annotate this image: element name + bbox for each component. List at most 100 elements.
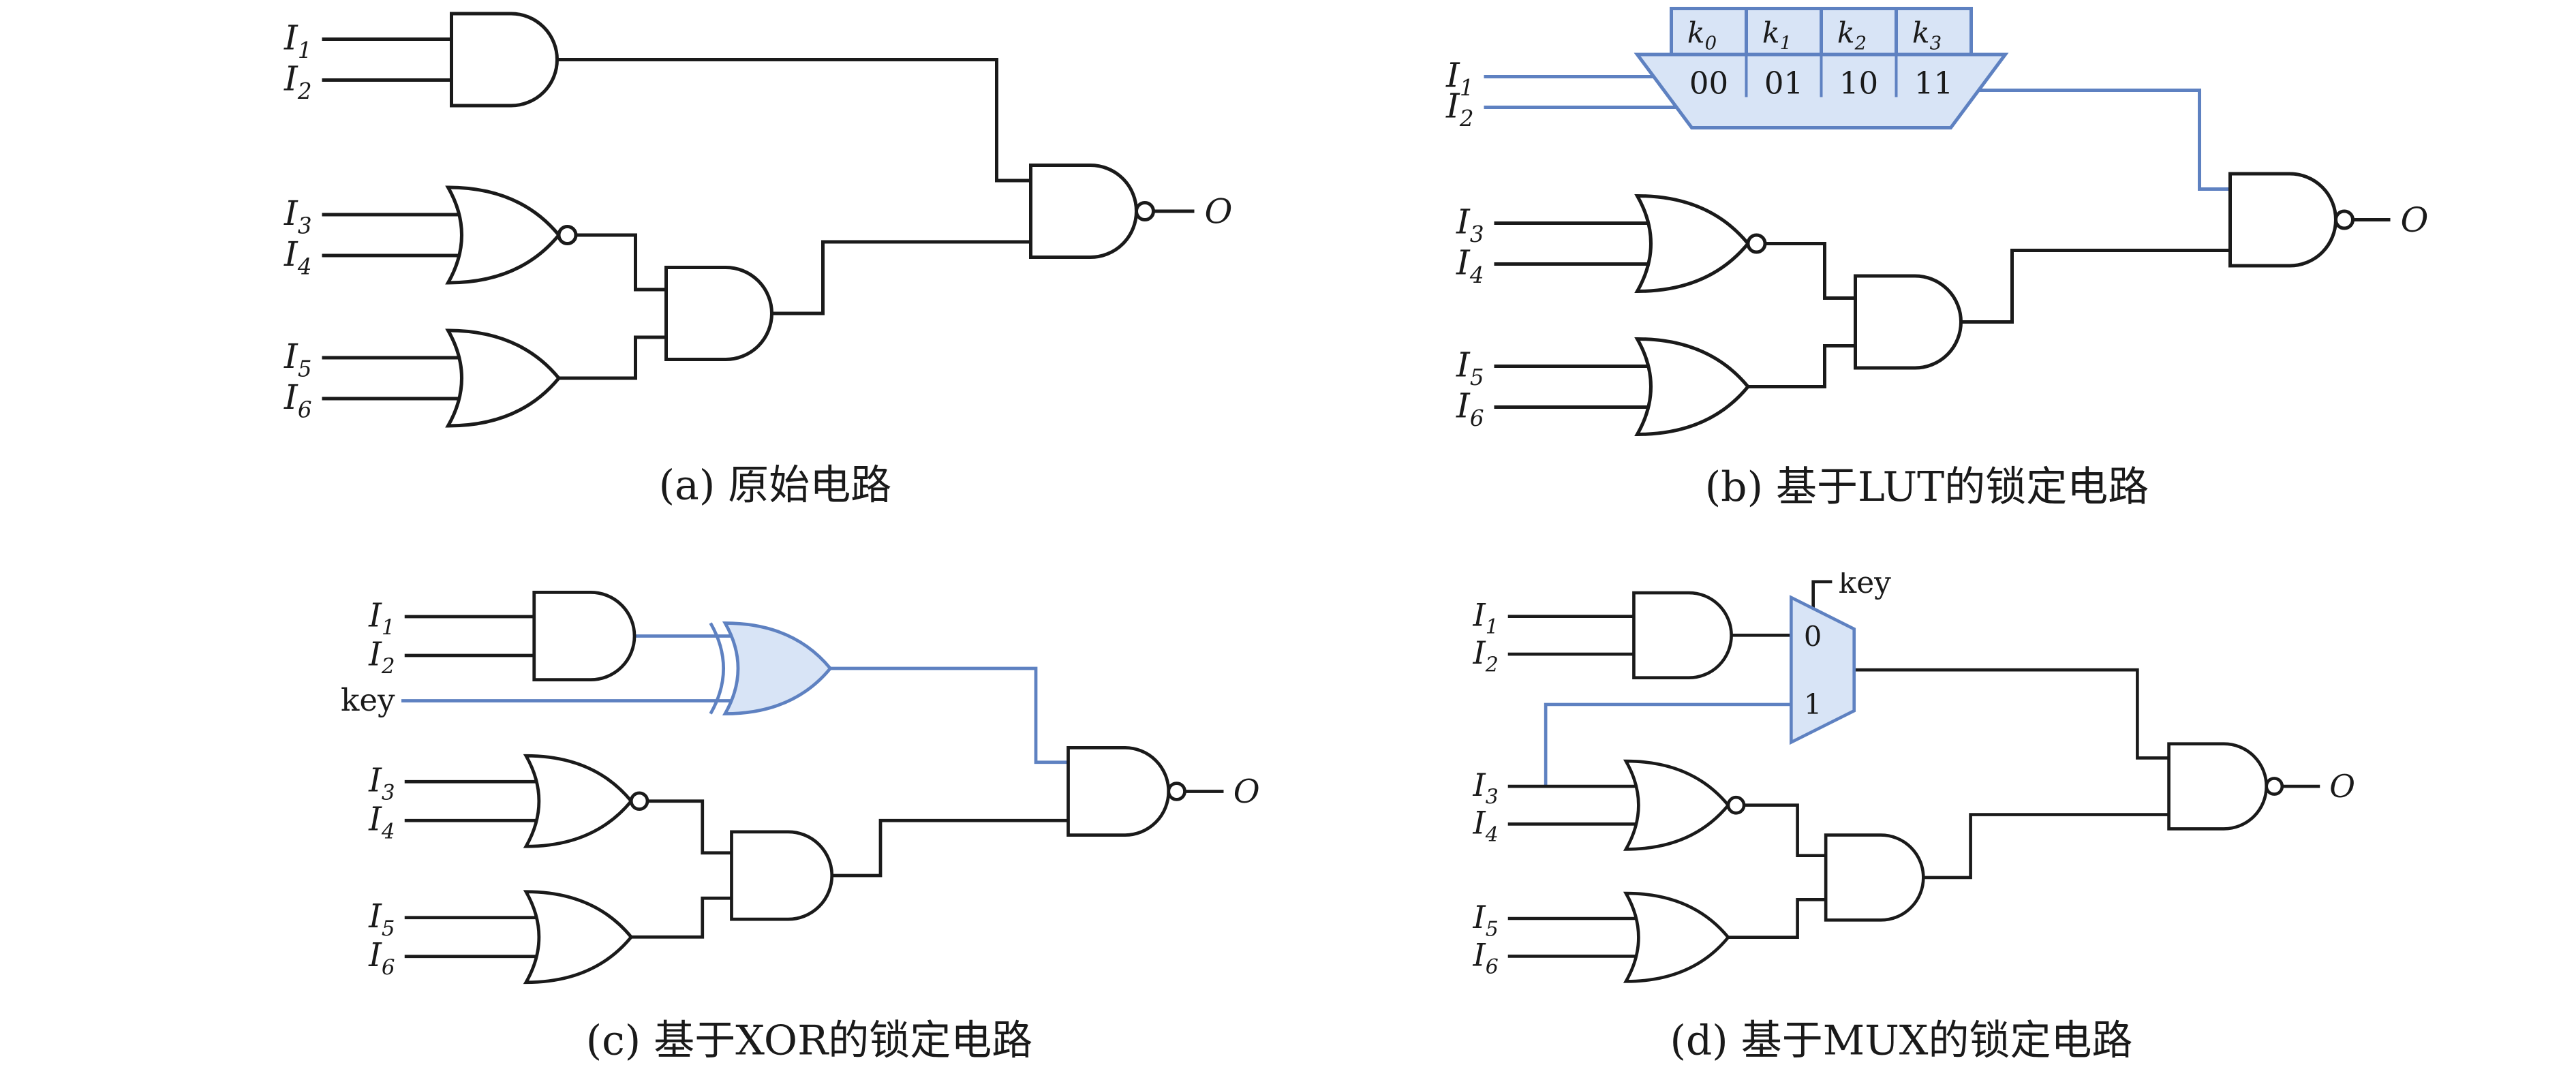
- output-label: O: [1233, 773, 1260, 811]
- lut-key-cell-3: [1895, 7, 1973, 57]
- input-label-i2: I2: [1445, 87, 1473, 132]
- wire-and2-to-nand: [831, 818, 1069, 878]
- and-gate-2: [664, 266, 773, 361]
- input-label-i2: I2: [283, 59, 311, 104]
- wire-and1-to-nand: [557, 58, 1031, 183]
- caption-d: (d) 基于MUX的锁定电路: [1670, 1017, 2133, 1065]
- caption-b: (b) 基于LUT的锁定电路: [1704, 463, 2149, 511]
- lut-key-cell-1: [1745, 7, 1823, 57]
- input-label-i5: I5: [1456, 345, 1484, 391]
- nand-gate: [1029, 164, 1138, 259]
- nand-gate: [2228, 172, 2337, 268]
- and-gate-2: [1854, 274, 1963, 370]
- input-label-i1: I1: [1473, 597, 1499, 640]
- nand-bubble: [2334, 209, 2355, 230]
- output-label: O: [1205, 192, 1233, 232]
- input-label-i6: I6: [368, 937, 395, 980]
- input-label-i3: I3: [283, 194, 311, 239]
- nor-gate: [523, 754, 634, 848]
- wire-mux-to-nand: [1854, 668, 2169, 760]
- input-label-i6: I6: [1456, 386, 1484, 432]
- wire-and2-to-nand: [771, 240, 1031, 315]
- input-label-i5: I5: [368, 898, 395, 941]
- input-label-i3: I3: [1456, 202, 1484, 248]
- key-label: key: [341, 682, 395, 718]
- lut-key-cell-2: [1820, 7, 1898, 57]
- panel-a: I1 I2 I3 I4 I5 I6 O (a) 原始电路: [0, 0, 1288, 520]
- input-label-i4: I4: [1456, 243, 1484, 289]
- circuit-b-svg: k0 k1 k2 k3 00 01 10 11 I1 I2 I3 I4: [1445, 7, 2429, 437]
- lut-select-label-01: 01: [1764, 65, 1803, 102]
- and-gate-1: [532, 591, 637, 681]
- wire-or-to-and2: [1728, 897, 1826, 940]
- input-label-i4: I4: [1473, 804, 1499, 847]
- panel-c: I1 I2 key I3 I4 I5 I6 O (c) 基于XOR的锁定电路: [0, 520, 1288, 1067]
- caption-a: (a) 原始电路: [658, 461, 892, 510]
- nand-gate: [1067, 746, 1171, 837]
- wire-or-to-and2: [559, 335, 666, 380]
- and-gate-1: [450, 12, 559, 108]
- input-label-i3: I3: [368, 762, 395, 805]
- xor-input-arc: [709, 622, 725, 715]
- input-label-i5: I5: [283, 337, 311, 382]
- output-label: O: [2401, 200, 2429, 240]
- input-label-i4: I4: [283, 234, 311, 280]
- xor-gate: [722, 621, 833, 715]
- circuit-c-svg: I1 I2 key I3 I4 I5 I6 O: [341, 591, 1260, 985]
- mux-input1-label: 1: [1804, 687, 1822, 721]
- and-gate-2: [1824, 833, 1925, 922]
- mux-shape: [1790, 595, 1856, 745]
- input-label-i3: I3: [1473, 767, 1499, 809]
- nor-bubble: [557, 225, 578, 245]
- lut-key-label-3: k3: [1912, 17, 1942, 55]
- nor-bubble: [1746, 233, 1767, 254]
- input-label-i1: I1: [368, 597, 395, 640]
- caption-c: (c) 基于XOR的锁定电路: [585, 1017, 1033, 1065]
- or-gate: [1634, 337, 1751, 437]
- and-gate-1: [1632, 591, 1733, 680]
- or-gate: [1623, 891, 1730, 983]
- nor-gate: [445, 185, 562, 285]
- input-label-i1: I1: [1445, 56, 1473, 102]
- panel-b: k0 k1 k2 k3 00 01 10 11 I1 I2 I3 I4: [1288, 0, 2576, 520]
- nor-bubble: [629, 791, 649, 811]
- circuit-d-svg: key 0 1 I1 I2 I3 I4 I5 I6 O: [1473, 572, 2355, 983]
- wire-or-to-and2: [631, 896, 732, 939]
- wire-i3-branch-to-mux: [1544, 702, 1792, 787]
- nand-bubble: [1135, 201, 1155, 221]
- lut-select-label-10: 10: [1839, 65, 1878, 102]
- wire-nor-to-and2: [1744, 803, 1826, 857]
- panel-d: key 0 1 I1 I2 I3 I4 I5 I6 O (d) 基于MUX的锁定…: [1288, 520, 2576, 1067]
- nand-gate: [2167, 742, 2269, 831]
- wire-nor-to-and2: [1765, 242, 1856, 300]
- input-label-i2: I2: [1473, 634, 1499, 677]
- nor-gate: [1623, 759, 1730, 851]
- input-label-i6: I6: [1473, 936, 1499, 979]
- nand-bubble: [1167, 782, 1186, 801]
- nor-gate: [1634, 194, 1751, 294]
- lut-key-label-0: k0: [1687, 17, 1717, 55]
- circuit-a-svg: I1 I2 I3 I4 I5 I6 O: [283, 12, 1233, 428]
- input-label-i1: I1: [283, 18, 311, 64]
- lut-select-label-00: 00: [1689, 65, 1728, 102]
- lut-key-label-2: k2: [1837, 17, 1867, 55]
- lut-key-label-1: k1: [1762, 17, 1792, 55]
- mux-input0-label: 0: [1804, 620, 1822, 653]
- or-gate: [445, 328, 562, 428]
- wire-and2-to-nand: [1961, 249, 2230, 324]
- input-label-i4: I4: [368, 801, 395, 844]
- input-label-i5: I5: [1473, 899, 1499, 942]
- or-gate: [523, 890, 634, 985]
- and-gate-2: [730, 830, 834, 921]
- wire-nor-to-and2: [576, 233, 666, 292]
- wire-lut-to-nand: [1974, 89, 2230, 191]
- nand-bubble: [2265, 777, 2284, 796]
- wire-or-to-and2: [1748, 344, 1856, 388]
- wire-mux-key: [1811, 580, 1833, 609]
- wire-nor-to-and2: [647, 799, 732, 855]
- input-label-i2: I2: [368, 636, 395, 679]
- lut-select-label-11: 11: [1914, 65, 1953, 102]
- nor-bubble: [1726, 795, 1746, 815]
